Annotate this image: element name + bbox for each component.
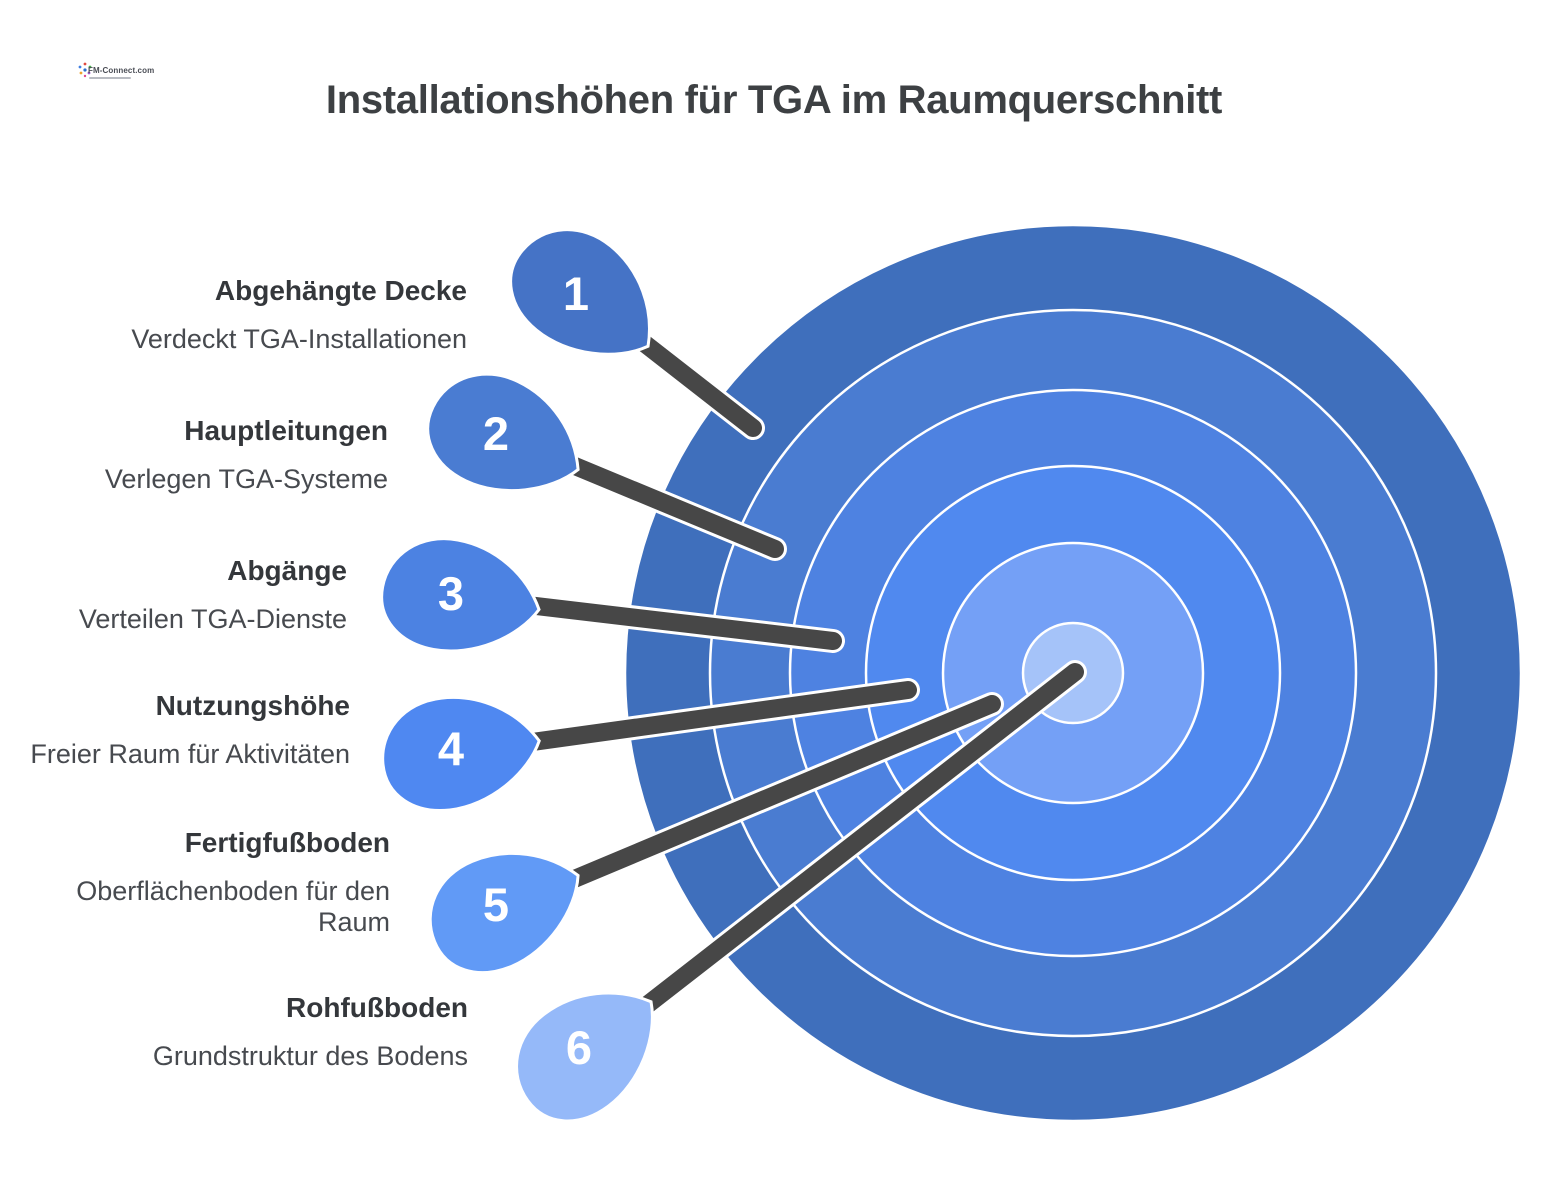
label-desc-1: Verdeckt TGA-Installationen	[131, 324, 467, 354]
marker-number-1: 1	[563, 267, 589, 320]
label-title-3: Abgänge	[227, 555, 347, 586]
label-desc-4: Freier Raum für Aktivitäten	[30, 739, 350, 769]
marker-number-4: 4	[438, 722, 464, 775]
marker-blobs	[380, 228, 654, 1123]
label-desc-3: Verteilen TGA-Dienste	[78, 604, 347, 634]
label-title-6: Rohfußboden	[286, 992, 468, 1023]
page-title: Installationshöhen für TGA im Raumquersc…	[325, 78, 1223, 122]
marker-number-6: 6	[566, 1021, 592, 1074]
label-title-5: Fertigfußboden	[184, 827, 390, 858]
label-desc-2: Verlegen TGA-Systeme	[104, 464, 388, 494]
label-item-4: Nutzungshöhe Freier Raum für Aktivitäten	[0, 688, 350, 770]
label-item-1: Abgehängte Decke Verdeckt TGA-Installati…	[47, 273, 467, 355]
connector-5	[493, 692, 1004, 920]
logo-starburst-icon	[78, 62, 92, 78]
brand-logo: FM-Connect.com	[78, 60, 154, 92]
marker-numbers: 1 2 3 4 5 6	[438, 267, 592, 1074]
label-item-3: Abgänge Verteilen TGA-Dienste	[0, 553, 347, 635]
label-title-4: Nutzungshöhe	[155, 690, 350, 721]
marker-blob-2	[426, 372, 580, 493]
marker-blob-4	[381, 695, 541, 813]
logo-tagline-bar	[89, 77, 131, 79]
connector-6	[576, 660, 1087, 1063]
label-title-1: Abgehängte Decke	[214, 275, 467, 306]
label-item-2: Hauptleitungen Verlegen TGA-Systeme	[0, 413, 388, 495]
marker-blob-1	[509, 228, 651, 356]
label-desc-5: Oberflächenboden für den Raum	[76, 876, 390, 937]
marker-number-2: 2	[483, 407, 509, 460]
label-desc-6: Grundstruktur des Bodens	[152, 1041, 468, 1071]
marker-blob-3	[380, 537, 541, 653]
label-item-5: Fertigfußboden Oberflächenboden für den …	[45, 825, 390, 938]
marker-number-5: 5	[483, 878, 509, 931]
marker-blob-6	[515, 991, 654, 1123]
marker-blob-5	[428, 851, 580, 975]
marker-number-3: 3	[438, 567, 464, 620]
label-item-6: Rohfußboden Grundstruktur des Bodens	[48, 990, 468, 1072]
logo-brand-text: FM-Connect.com	[88, 66, 155, 75]
label-title-2: Hauptleitungen	[184, 415, 388, 446]
